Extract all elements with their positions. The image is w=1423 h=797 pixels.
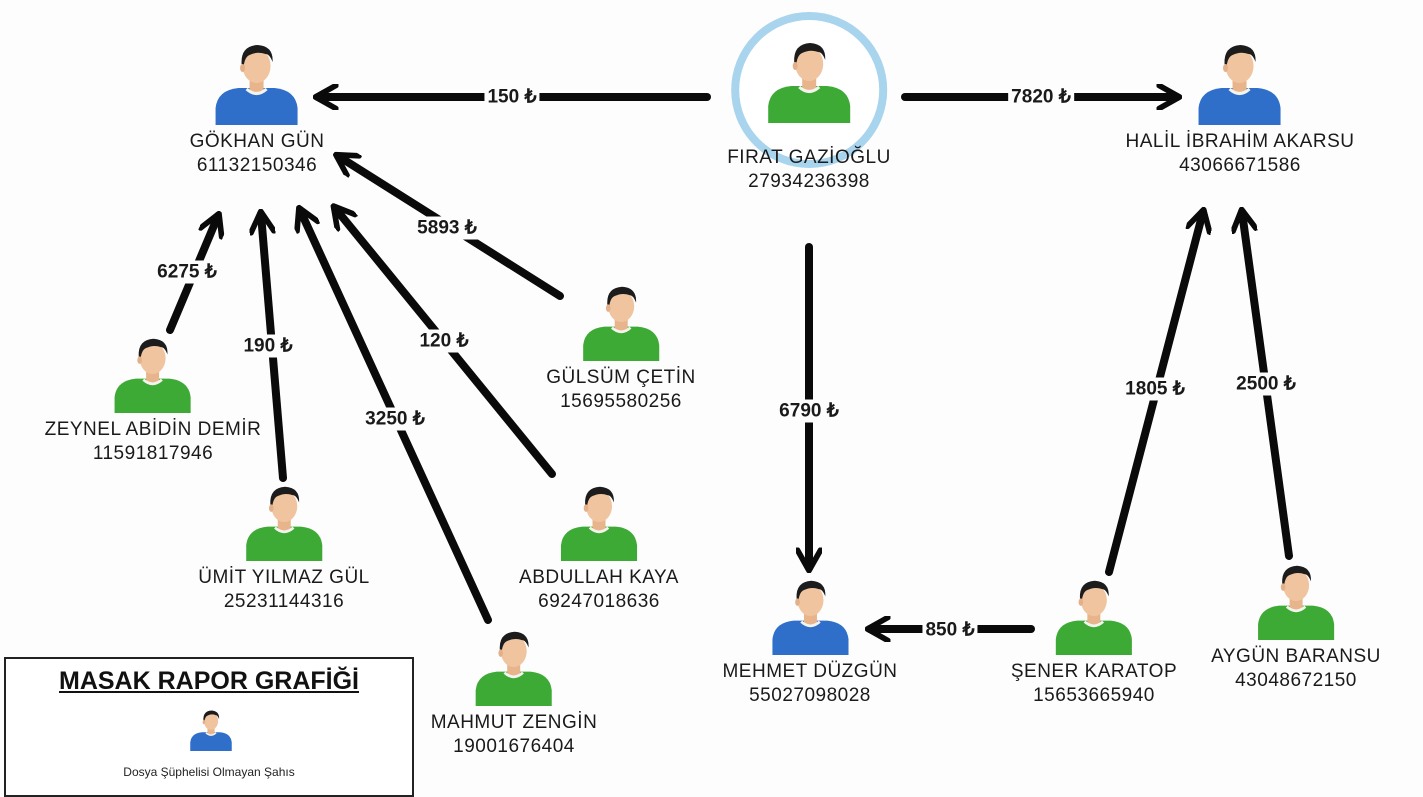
person-icon — [546, 284, 696, 366]
person-id: 25231144316 — [223, 591, 345, 612]
person-name: GÖKHAN GÜN — [189, 131, 325, 152]
person-id: 43048672150 — [1235, 670, 1357, 691]
person-name: FIRAT GAZİOĞLU — [727, 147, 891, 168]
person-node-abdullah: ABDULLAH KAYA 69247018636 — [519, 484, 679, 614]
person-node-aygun: AYGÜN BARANSU 43048672150 — [1211, 563, 1381, 693]
person-name: HALİL İBRAHİM AKARSU — [1125, 131, 1355, 152]
person-id: 43066671586 — [1179, 155, 1301, 176]
person-icon — [722, 578, 897, 660]
transfer-amount: 120 ₺ — [416, 329, 472, 353]
legend-description: Dosya Şüphelisi Olmayan Şahıs — [123, 765, 295, 779]
transfer-amount: 3250 ₺ — [362, 407, 428, 431]
person-id: 11591817946 — [92, 443, 214, 464]
person-name: MEHMET DÜZGÜN — [722, 661, 898, 682]
legend-box: MASAK RAPOR GRAFİĞİ Dosya Şüphelisi Olma… — [4, 657, 414, 797]
person-icon — [190, 42, 325, 130]
person-id: 55027098028 — [749, 685, 871, 706]
person-name: ZEYNEL ABİDİN DEMİR — [44, 419, 262, 440]
person-id: 69247018636 — [538, 591, 660, 612]
person-name: AYGÜN BARANSU — [1211, 646, 1381, 667]
person-node-halil: HALİL İBRAHİM AKARSU 43066671586 — [1126, 42, 1355, 178]
person-node-gokhan: GÖKHAN GÜN 61132150346 — [190, 42, 325, 178]
person-icon — [198, 484, 370, 566]
transfer-amount: 7820 ₺ — [1008, 85, 1074, 109]
person-node-zeynel: ZEYNEL ABİDİN DEMİR 11591817946 — [45, 336, 262, 466]
person-name: MAHMUT ZENGİN — [430, 712, 598, 733]
person-node-mahmut: MAHMUT ZENGİN 19001676404 — [431, 629, 598, 759]
transfer-amount: 6790 ₺ — [776, 399, 842, 423]
person-icon — [45, 336, 262, 418]
person-id: 61132150346 — [196, 155, 318, 176]
person-icon — [519, 484, 679, 566]
transfer-amount: 850 ₺ — [922, 618, 978, 642]
person-name: ŞENER KARATOP — [1010, 661, 1178, 682]
person-icon — [1211, 563, 1381, 645]
person-name: ÜMİT YILMAZ GÜL — [198, 567, 370, 588]
legend-title: MASAK RAPOR GRAFİĞİ — [59, 667, 359, 695]
transfer-amount: 1805 ₺ — [1122, 377, 1188, 401]
person-node-mehmet: MEHMET DÜZGÜN 55027098028 — [722, 578, 897, 708]
person-icon — [1126, 42, 1355, 130]
transfer-amount: 2500 ₺ — [1233, 372, 1299, 396]
person-node-sener: ŞENER KARATOP 15653665940 — [1011, 578, 1177, 708]
person-node-umit: ÜMİT YILMAZ GÜL 25231144316 — [198, 484, 370, 614]
person-icon — [1011, 578, 1177, 660]
person-node-gulsum: GÜLSÜM ÇETİN 15695580256 — [546, 284, 696, 414]
transfer-amount: 6275 ₺ — [154, 260, 220, 284]
person-id: 15695580256 — [560, 391, 682, 412]
person-node-firat: FIRAT GAZİOĞLU 27934236398 — [727, 12, 891, 194]
person-name: GÜLSÜM ÇETİN — [546, 367, 696, 388]
person-id: 19001676404 — [453, 736, 575, 757]
person-icon — [431, 629, 598, 711]
person-id: 27934236398 — [748, 171, 870, 192]
transfer-amount: 5893 ₺ — [414, 216, 480, 240]
person-icon — [727, 40, 891, 128]
legend-person-icon — [189, 709, 233, 756]
transfer-amount: 190 ₺ — [240, 334, 296, 358]
person-name: ABDULLAH KAYA — [519, 567, 679, 588]
transfer-amount: 150 ₺ — [484, 85, 540, 109]
person-id: 15653665940 — [1033, 685, 1155, 706]
